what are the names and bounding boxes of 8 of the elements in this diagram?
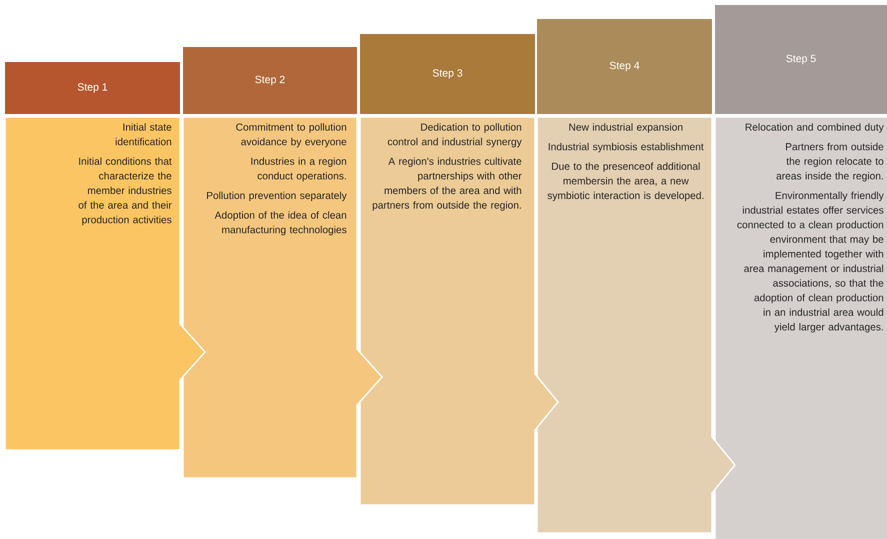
step-header: Step 4 — [537, 19, 712, 114]
step-header: Step 5 — [715, 5, 887, 114]
step-header: Step 1 — [5, 62, 180, 114]
step-panel: New industrial expansion Industrial symbiosis establishment Due to the presenceof additional membersin the area, a new symbiotic interaction is developed. — [536, 116, 736, 534]
step-panel: Relocation and combined duty Partners from outside the region relocate to areas inside the region. Environmentally friendly industrial estates offer services connected to a clean production environment that may be implemented together with area management or industrial associations, so that the adoption of clean production in an industrial area would yield larger advantages. — [714, 116, 887, 539]
step-header: Step 3 — [360, 34, 535, 114]
step-panel: Initial state identification Initial conditions that characterize the member industries of the area and their production activities — [4, 116, 206, 451]
step-header: Step 2 — [183, 47, 357, 114]
